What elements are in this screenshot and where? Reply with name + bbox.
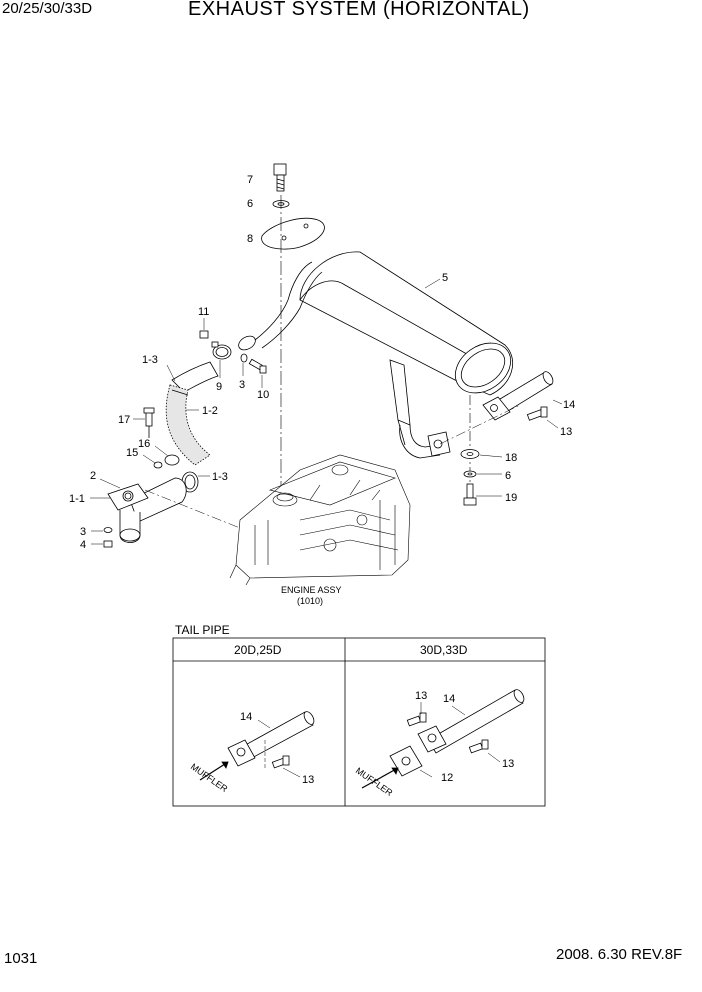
callout-8: 8 — [247, 233, 253, 245]
part-19-bolt — [463, 483, 477, 506]
tp-left-muffler-label: MUFFLER — [189, 761, 230, 794]
engine-assy — [229, 454, 411, 586]
part-7-bolt — [273, 163, 287, 192]
part-5-muffler — [238, 251, 514, 459]
tail-pipe-table — [172, 637, 546, 807]
callout-16: 16 — [138, 438, 150, 450]
part-15-nut — [153, 461, 163, 469]
callout-5: 5 — [442, 272, 448, 284]
part-14-tailpipe — [482, 371, 554, 421]
part-3-washer — [240, 353, 248, 363]
tp-right-muffler-label: MUFFLER — [354, 765, 395, 798]
engine-assy-label: ENGINE ASSY — [281, 585, 342, 595]
callout-4: 4 — [80, 539, 86, 551]
callout-15: 15 — [126, 447, 138, 459]
callout-9: 9 — [216, 381, 222, 393]
callout-1-2: 1-2 — [202, 405, 218, 417]
callout-6-lower: 6 — [505, 470, 511, 482]
page-number: 1031 — [4, 950, 38, 967]
tailpipe-20d-25d-drawing — [199, 711, 315, 781]
callout-1-3-upper: 1-3 — [142, 354, 158, 366]
part-6-washer-lower — [463, 470, 477, 478]
part-3-washer-lower — [103, 527, 113, 533]
tp-right-callout-12: 12 — [441, 772, 453, 784]
callout-19: 19 — [505, 492, 517, 504]
callout-2: 2 — [90, 470, 96, 482]
tp-right-callout-13-upper: 13 — [415, 690, 427, 702]
callout-3-upper: 3 — [239, 379, 245, 391]
callout-13: 13 — [560, 426, 572, 438]
tp-right-callout-13-lower: 13 — [502, 758, 514, 770]
page-title: EXHAUST SYSTEM (HORIZONTAL) — [188, 0, 530, 20]
part-9-clamp — [211, 341, 232, 360]
part-16-clamp — [164, 454, 180, 466]
part-1-1-elbow — [107, 477, 187, 543]
tp-left-callout-14: 14 — [240, 711, 252, 723]
callout-6: 6 — [247, 198, 253, 210]
callout-10: 10 — [257, 389, 269, 401]
tp-left-callout-13: 13 — [302, 774, 314, 786]
tail-pipe-title: TAIL PIPE — [175, 623, 230, 637]
part-17-sensor — [143, 407, 155, 438]
callout-1-1: 1-1 — [69, 493, 85, 505]
revision-date: 2008. 6.30 REV.8F — [556, 946, 683, 963]
callout-14: 14 — [563, 399, 575, 411]
part-4-nut — [103, 540, 113, 548]
callout-18: 18 — [505, 452, 517, 464]
tp-right-callout-14: 14 — [443, 693, 455, 705]
part-13-bolt — [526, 406, 548, 421]
callout-11: 11 — [198, 306, 209, 318]
tail-pipe-col-30d-33d: 30D,33D — [420, 643, 468, 657]
part-8-plate — [261, 217, 325, 250]
engine-assy-ref: (1010) — [297, 596, 323, 606]
model-list: 20/25/30/33D — [2, 0, 93, 17]
part-11-nut — [199, 330, 209, 339]
callout-7: 7 — [247, 174, 253, 186]
tail-pipe-col-20d-25d: 20D,25D — [234, 643, 282, 657]
tailpipe-30d-33d-drawing — [361, 689, 525, 789]
callout-1-3-lower: 1-3 — [212, 471, 228, 483]
part-1-2-hose — [165, 361, 219, 466]
part-18-mount — [460, 449, 480, 459]
callout-3-lower: 3 — [80, 526, 86, 538]
part-10-bolt — [248, 358, 267, 374]
callout-17: 17 — [118, 414, 130, 426]
